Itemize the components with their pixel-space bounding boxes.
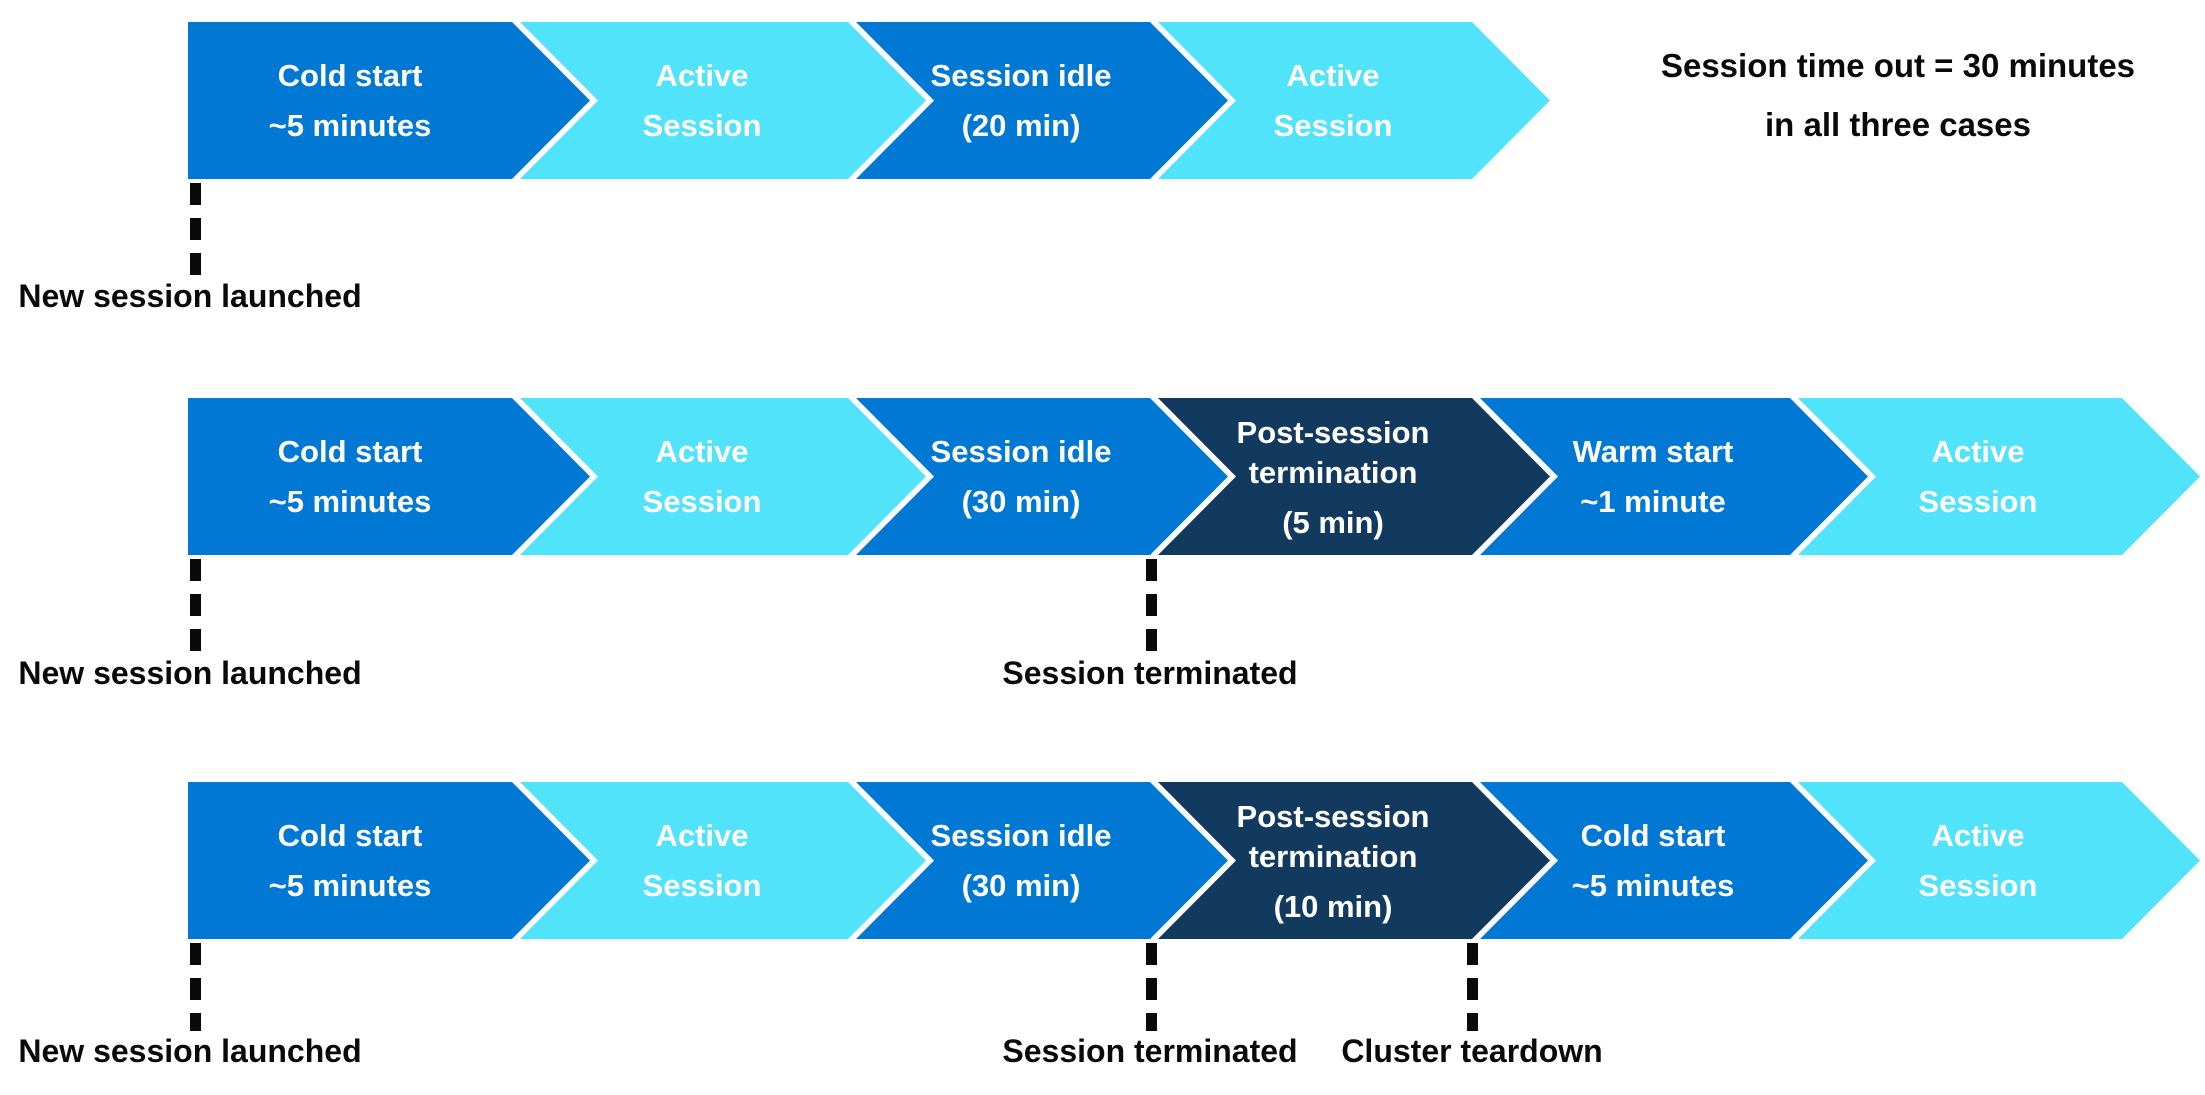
chevron-label-line: (5 min) — [1282, 504, 1384, 540]
chevron-label-line: Active — [655, 57, 749, 93]
marker-line-new-session-launched — [190, 559, 201, 651]
chevron-label-line: Session — [1918, 483, 2038, 519]
chevron-label-line: Session idle — [930, 57, 1112, 93]
chevron-label-line: Active — [655, 433, 749, 469]
chevron-cold-start: Cold start ~5 minutes — [188, 782, 590, 939]
chevron-label-line: Cold start — [277, 433, 423, 469]
chevron-label-line: Post-session — [1236, 799, 1430, 835]
chevron-label-line: ~5 minutes — [268, 483, 432, 519]
chevron-label-line: Session idle — [930, 817, 1112, 853]
chevron-cold-start-2: Cold start ~5 minutes — [1472, 782, 1868, 939]
marker-label-new-session-launched: New session launched — [18, 1033, 362, 1069]
chevron-label-line: Cold start — [277, 817, 423, 853]
chevron-label-line: ~5 minutes — [268, 107, 432, 143]
chevron-label-line: Cold start — [1580, 817, 1726, 853]
marker-line-new-session-launched — [190, 943, 201, 1031]
chevron-label-line: termination — [1248, 839, 1418, 875]
marker-label-session-terminated: Session terminated — [1002, 655, 1298, 691]
chevron-label-line: Cold start — [277, 57, 423, 93]
chevron-label-line: ~5 minutes — [1571, 867, 1735, 903]
chevron-label-line: Session — [642, 107, 762, 143]
chevron-label-line: (30 min) — [961, 867, 1081, 903]
chevron-label-line: ~1 minute — [1580, 483, 1726, 519]
timeout-note-line-1: Session time out = 30 minutes — [1660, 47, 2136, 84]
timeout-note: Session time out = 30 minutes in all thr… — [1661, 36, 2135, 155]
chevron-cold-start: Cold start ~5 minutes — [188, 398, 590, 555]
chevron-label-line: Active — [1931, 433, 2025, 469]
chevron-session-idle: Session idle (20 min) — [848, 22, 1228, 179]
marker-label-new-session-launched: New session launched — [18, 655, 362, 691]
chevron-label-line: Post-session — [1236, 415, 1430, 451]
marker-line-new-session-launched — [190, 183, 201, 275]
chevron-label-line: Session — [1918, 867, 2038, 903]
marker-line-session-terminated — [1146, 559, 1157, 651]
chevron-label-line: Session — [642, 867, 762, 903]
chevron-label-line: Session — [1273, 107, 1393, 143]
chevron-label-line: Active — [655, 817, 749, 853]
chevron-label-line: Active — [1286, 57, 1380, 93]
chevron-label-line: (30 min) — [961, 483, 1081, 519]
chevron-label-line: termination — [1248, 455, 1418, 491]
marker-label-session-terminated: Session terminated — [1002, 1033, 1298, 1069]
chevron-label-line: Active — [1931, 817, 2025, 853]
chevron-label-line: (20 min) — [961, 107, 1081, 143]
chevron-label-line: Warm start — [1572, 433, 1734, 469]
chevron-label-line: (10 min) — [1273, 888, 1393, 924]
marker-label-cluster-teardown: Cluster teardown — [1341, 1033, 1603, 1069]
chevron-label-line: Session — [642, 483, 762, 519]
chevron-cold-start: Cold start ~5 minutes — [188, 22, 590, 179]
timeout-note-line-2: in all three cases — [1765, 106, 2031, 144]
marker-line-cluster-teardown — [1467, 943, 1478, 1031]
marker-line-session-terminated — [1146, 943, 1157, 1031]
marker-label-new-session-launched: New session launched — [18, 278, 362, 314]
chevron-label-line: ~5 minutes — [268, 867, 432, 903]
chevron-label-line: Session idle — [930, 433, 1112, 469]
